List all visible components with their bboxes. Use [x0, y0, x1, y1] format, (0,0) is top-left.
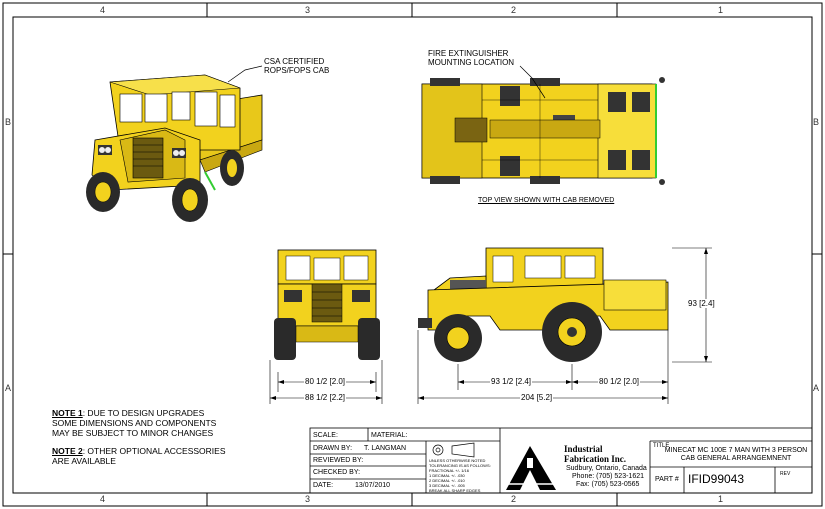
- company-logo: [506, 446, 556, 490]
- zone-bottom-4: 4: [100, 494, 106, 504]
- top-view-caption: TOP VIEW SHOWN WITH CAB REMOVED: [478, 197, 615, 204]
- company-contact: Sudbury, Ontario, Canada Phone: (705) 52…: [566, 465, 647, 488]
- top-view: [421, 77, 665, 185]
- dimension-arrows: [270, 248, 708, 400]
- checked-by-label: CHECKED BY:: [313, 469, 361, 476]
- date-value: 13/07/2010: [355, 482, 391, 489]
- drawing-title: MINECAT MC 100E 7 MAN WITH 3 PERSON CAB …: [664, 447, 808, 462]
- fire-leader: [519, 65, 546, 99]
- dim-front-overhang: 93 1/2 [2.4]: [490, 377, 533, 386]
- cab-leader: [227, 65, 263, 83]
- drawn-by-label: DRAWN BY:: [313, 445, 353, 452]
- note-2-heading: NOTE 2: [52, 446, 83, 456]
- dim-rear-overhang: 80 1/2 [2.0]: [598, 377, 641, 386]
- title-label: TITLE: [653, 443, 670, 449]
- zone-left-b: B: [5, 117, 12, 127]
- zone-top-1: 1: [718, 5, 724, 15]
- dim-front-width: 88 1/2 [2.2]: [304, 393, 347, 402]
- side-view: [418, 247, 669, 362]
- note-2: NOTE 2: OTHER OPTIONAL ACCESSORIES ARE A…: [52, 446, 226, 466]
- zone-right-a: A: [813, 383, 820, 393]
- zone-bottom-3: 3: [305, 494, 311, 504]
- material-label: MATERIAL:: [371, 432, 408, 439]
- dim-front-track: 80 1/2 [2.0]: [304, 377, 347, 386]
- part-number: IFID99043: [688, 472, 745, 486]
- zone-top-4: 4: [100, 5, 106, 15]
- part-label: PART #: [655, 476, 679, 483]
- zone-top-3: 3: [305, 5, 311, 15]
- reviewed-by-label: REVIEWED BY:: [313, 457, 364, 464]
- zone-bottom-2: 2: [511, 494, 517, 504]
- dim-height: 93 [2.4]: [687, 299, 716, 308]
- drawn-by-value: T. LANGMAN: [364, 445, 407, 452]
- date-label: DATE:: [313, 482, 334, 489]
- scale-label: SCALE:: [313, 432, 338, 439]
- title-block-grid: [309, 427, 813, 494]
- zone-right-b: B: [813, 117, 820, 127]
- note-1: NOTE 1: DUE TO DESIGN UPGRADES SOME DIME…: [52, 408, 217, 438]
- zone-ticks: [3, 3, 822, 506]
- projection-symbol: [432, 442, 475, 458]
- isometric-view: [86, 74, 263, 222]
- zone-left-a: A: [5, 383, 12, 393]
- note-1-heading: NOTE 1: [52, 408, 83, 418]
- company-name: Industrial Fabrication Inc.: [564, 444, 626, 464]
- tolerance-block: UNLESS OTHERWISE NOTED TOLERANCING IS AS…: [429, 458, 491, 493]
- zone-bottom-1: 1: [718, 494, 724, 504]
- front-view: [274, 249, 380, 360]
- rev-label: REV: [780, 471, 791, 477]
- zone-top-2: 2: [511, 5, 517, 15]
- dim-overall-length: 204 [5.2]: [520, 393, 554, 402]
